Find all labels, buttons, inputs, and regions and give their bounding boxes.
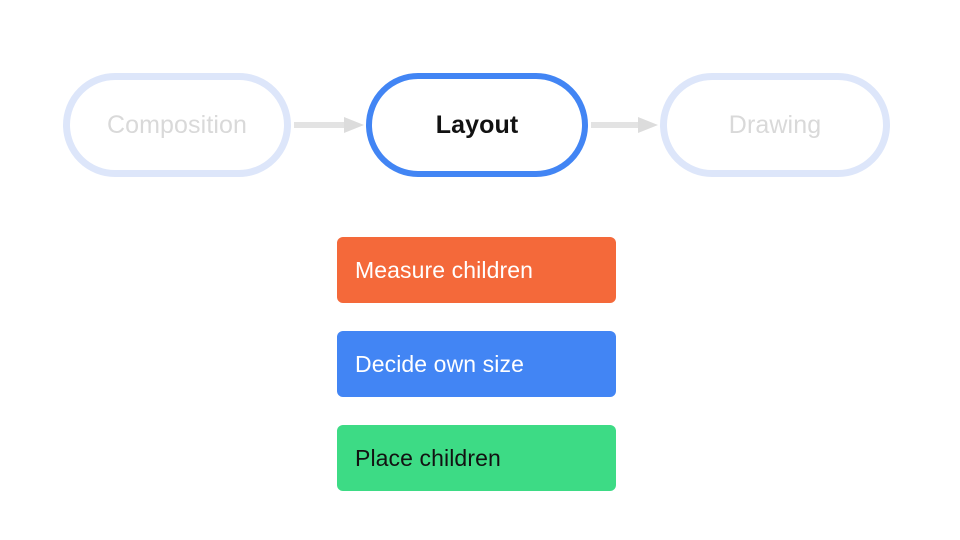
arrow-composition-to-layout	[294, 115, 364, 135]
pipeline-stage-layout[interactable]: Layout	[366, 73, 588, 177]
pipeline-stage-drawing[interactable]: Drawing	[660, 73, 890, 177]
pipeline-row: Composition Layout Drawing	[0, 73, 960, 177]
pipeline-stage-composition-label: Composition	[106, 110, 248, 139]
pipeline-stage-layout-label: Layout	[435, 110, 519, 139]
phase-box-place-children[interactable]: Place children	[337, 425, 616, 491]
layout-phase-list: Measure children Decide own size Place c…	[337, 237, 616, 491]
phase-box-measure-children-label: Measure children	[355, 256, 534, 283]
phase-box-decide-own-size-label: Decide own size	[355, 350, 524, 377]
pipeline-stage-drawing-label: Drawing	[728, 110, 822, 139]
phase-box-place-children-label: Place children	[355, 444, 501, 471]
arrow-right-icon	[591, 117, 658, 133]
pipeline-stage-composition[interactable]: Composition	[63, 73, 291, 177]
arrow-right-icon	[294, 117, 364, 133]
phase-box-decide-own-size[interactable]: Decide own size	[337, 331, 616, 397]
arrow-layout-to-drawing	[591, 115, 658, 135]
phase-box-measure-children[interactable]: Measure children	[337, 237, 616, 303]
